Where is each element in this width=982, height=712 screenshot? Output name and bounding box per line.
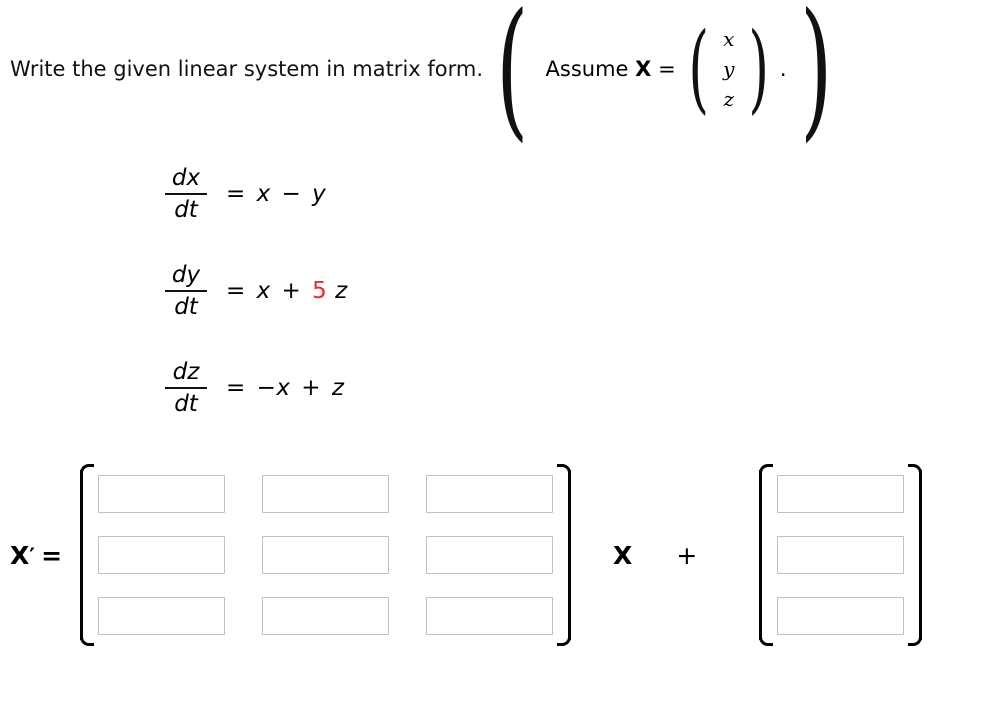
- equation-right-hand-side-3: = −x + z: [223, 375, 344, 401]
- fraction-numerator: dy: [171, 262, 201, 289]
- fraction-bar: [165, 192, 207, 195]
- fraction-bar: [165, 386, 207, 389]
- vector-input-r3[interactable]: [777, 597, 905, 635]
- xyz-column-vector: ( x y z ): [680, 12, 778, 125]
- answer-entry-row: X′=: [10, 455, 924, 655]
- term-x-1: x: [256, 181, 271, 207]
- coefficient-matrix-left-bracket: [78, 462, 95, 648]
- matrix-row: [98, 536, 554, 574]
- equation-right-hand-side-2: = x + 5 z: [223, 278, 348, 304]
- equation-row-2: dy dt = x + 5 z: [165, 255, 348, 327]
- fraction-numerator: dz: [172, 359, 200, 386]
- highlighted-coefficient-5: 5: [312, 278, 328, 304]
- plus-operator: +: [676, 540, 698, 570]
- bracket-stem: [759, 470, 763, 640]
- derivative-fraction-dz-dt: dz dt: [165, 359, 207, 417]
- xyz-vector-entries: x y z: [717, 24, 740, 114]
- vector-input-r2[interactable]: [777, 536, 905, 574]
- term-x-2: x: [256, 278, 271, 304]
- assume-variable-x: X: [635, 57, 652, 81]
- xyz-vector-close-paren: ): [748, 12, 770, 125]
- operator-plus-3: +: [301, 375, 322, 401]
- bracket-hook-top: [908, 464, 923, 478]
- prime-mark: ′: [29, 544, 36, 570]
- coefficient-matrix-right-bracket: [557, 462, 573, 648]
- matrix-input-r1c2[interactable]: [262, 475, 390, 513]
- assume-clause: Assume X = ( x y z ) .: [544, 12, 787, 125]
- xyz-entry-y: y: [723, 57, 735, 81]
- bracket-hook-bottom: [908, 632, 923, 646]
- forcing-vector-right-bracket: [908, 462, 924, 648]
- fraction-denominator: dt: [174, 293, 198, 320]
- matrix-row: [98, 597, 554, 635]
- bracket-hook-top: [80, 464, 95, 478]
- term-y-1: y: [312, 181, 327, 207]
- differential-equation-system: dx dt = x − y dy dt = x + 5 z: [165, 158, 348, 449]
- bracket-hook-bottom: [759, 632, 774, 646]
- bracket-hook-bottom: [557, 632, 572, 646]
- instruction-text: Write the given linear system in matrix …: [10, 56, 484, 81]
- matrix-input-r3c2[interactable]: [262, 597, 390, 635]
- bracket-hook-bottom: [80, 632, 95, 646]
- equals-sign-1: =: [226, 181, 246, 207]
- matrix-input-r1c1[interactable]: [98, 475, 226, 513]
- bracket-stem: [568, 470, 572, 640]
- matrix-input-r3c1[interactable]: [98, 597, 226, 635]
- bracket-hook-top: [759, 464, 774, 478]
- fraction-numerator: dx: [171, 165, 201, 192]
- forcing-vector-group: [757, 462, 924, 648]
- prompt-row: Write the given linear system in matrix …: [10, 0, 845, 144]
- assume-label: Assume X =: [544, 57, 680, 81]
- vector-row: [777, 597, 905, 635]
- bracket-stem: [80, 470, 84, 640]
- equation-row-1: dx dt = x − y: [165, 158, 348, 230]
- assume-equals-sign: =: [658, 57, 676, 81]
- bracket-hook-top: [557, 464, 572, 478]
- forcing-vector-grid: [771, 475, 910, 635]
- term-z-3: z: [331, 375, 345, 401]
- coefficient-matrix-grid: [92, 475, 559, 635]
- xyz-entry-z: z: [723, 87, 735, 111]
- operator-plus-2: +: [281, 278, 302, 304]
- matrix-row: [98, 475, 554, 513]
- multiply-variable-x: X: [613, 540, 633, 570]
- forcing-vector-left-bracket: [757, 462, 774, 648]
- assume-clause-close-paren: ): [799, 0, 832, 156]
- xyz-vector-open-paren: (: [688, 12, 709, 125]
- assume-clause-open-paren: (: [496, 0, 529, 156]
- matrix-input-r2c2[interactable]: [262, 536, 390, 574]
- vector-input-r1[interactable]: [777, 475, 905, 513]
- matrix-input-r2c1[interactable]: [98, 536, 226, 574]
- equation-row-3: dz dt = −x + z: [165, 352, 348, 424]
- vector-row: [777, 475, 905, 513]
- term-z-2: z: [335, 278, 348, 304]
- operator-minus-1: −: [281, 181, 302, 207]
- equals-sign-3: =: [226, 375, 246, 401]
- vector-row: [777, 536, 905, 574]
- matrix-input-r2c3[interactable]: [426, 536, 554, 574]
- term-negative-x-3: −x: [256, 375, 291, 401]
- x-prime-variable: X: [10, 540, 30, 570]
- matrix-input-r3c3[interactable]: [426, 597, 554, 635]
- derivative-fraction-dy-dt: dy dt: [165, 262, 207, 320]
- x-prime-equals-label: X′=: [10, 541, 62, 570]
- matrix-input-r1c3[interactable]: [426, 475, 554, 513]
- assume-clause-period: .: [779, 57, 787, 81]
- fraction-denominator: dt: [174, 390, 198, 417]
- equals-sign-2: =: [226, 278, 246, 304]
- fraction-bar: [165, 289, 207, 292]
- equation-right-hand-side-1: = x − y: [223, 181, 326, 207]
- answer-equals-sign: =: [41, 540, 63, 570]
- assume-word: Assume: [545, 57, 629, 81]
- bracket-stem: [919, 470, 923, 640]
- derivative-fraction-dx-dt: dx dt: [165, 165, 207, 223]
- fraction-denominator: dt: [174, 196, 198, 223]
- xyz-entry-x: x: [723, 27, 735, 51]
